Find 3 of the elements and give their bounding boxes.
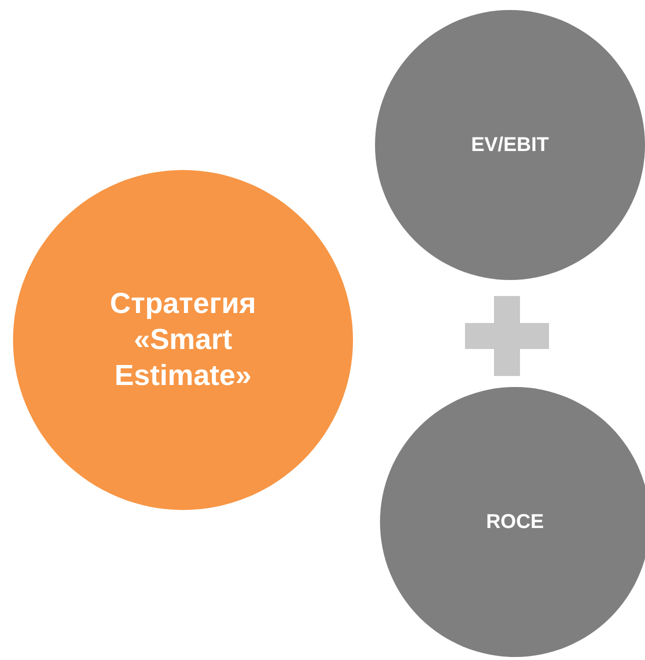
node-label: EV/EBIT xyxy=(471,133,549,157)
node-label: Стратегия «Smart Estimate» xyxy=(108,286,258,394)
node-label: ROCE xyxy=(486,510,544,534)
